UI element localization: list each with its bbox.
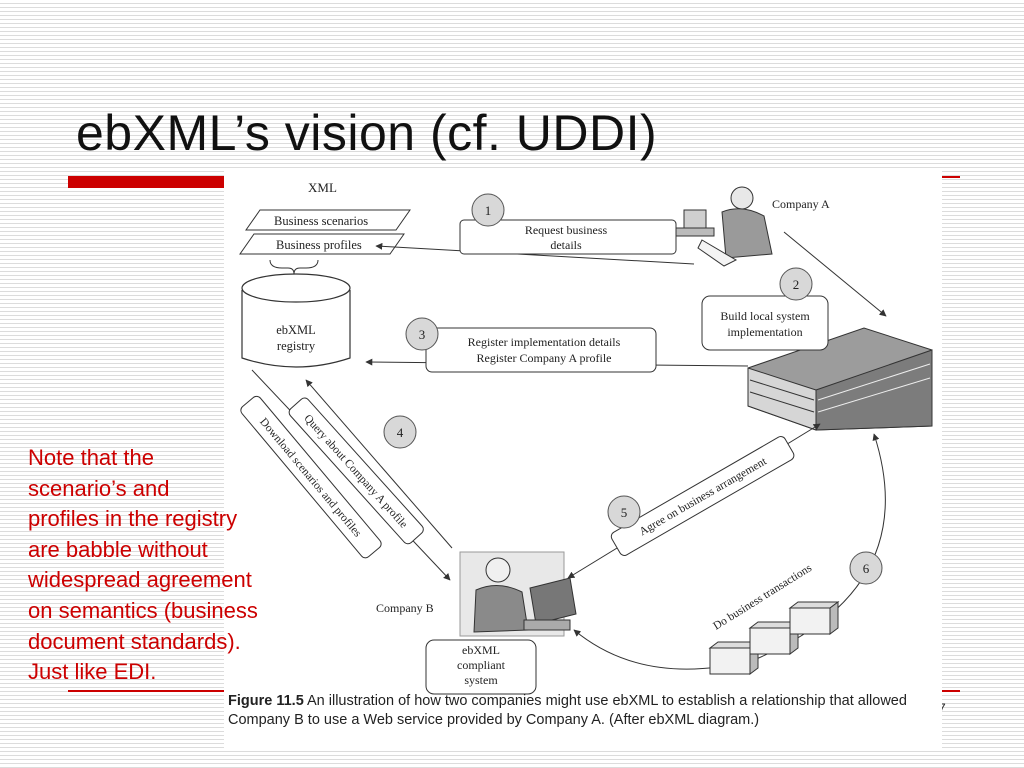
- title-accent-bar: [68, 176, 228, 188]
- step1-number: 1: [485, 203, 492, 218]
- business-profiles-doc: [239, 233, 405, 255]
- step2-label-line1: Build local system: [720, 309, 810, 323]
- step2-label-line2: implementation: [727, 325, 802, 339]
- company-a-label: Company A: [772, 197, 830, 211]
- ebxml-registry-database: [241, 273, 351, 368]
- step2-number: 2: [793, 277, 800, 292]
- step3-badge: [405, 317, 439, 351]
- footer-accent-line: [68, 690, 228, 692]
- registry-label-line1: ebXML: [276, 323, 316, 337]
- compliant-label-line2: compliant: [457, 658, 506, 672]
- ebxml-diagram: XML Business scenarios Business profiles…: [239, 180, 933, 695]
- step2-box: [701, 295, 829, 351]
- step4-badge: [383, 415, 417, 449]
- step3-label-line2: Register Company A profile: [477, 351, 612, 365]
- figure-caption-text: An illustration of how two companies mig…: [228, 693, 907, 728]
- company-b-label: Company B: [376, 601, 434, 615]
- xml-label: XML: [308, 180, 337, 195]
- figure-caption-label: Figure 11.5: [228, 693, 304, 709]
- business-profiles-label: Business profiles: [276, 238, 362, 252]
- step5-label: Agree on business arrangement: [637, 455, 769, 538]
- docs-brace: [269, 259, 319, 275]
- ebxml-compliant-system-box: [425, 639, 537, 695]
- speaker-note: Note that the scenario’s and profiles in…: [28, 445, 258, 685]
- step5-number: 5: [621, 505, 628, 520]
- step1-label-line2: details: [550, 238, 582, 252]
- footer-accent-line-right: [942, 690, 960, 692]
- step2-badge: [779, 267, 813, 301]
- step1-box: [459, 219, 677, 255]
- step4-number: 4: [397, 425, 404, 440]
- business-scenarios-label: Business scenarios: [274, 214, 368, 228]
- slide-title: ebXML’s vision (cf. UDDI): [76, 105, 658, 161]
- company-b-person-icon: [459, 551, 577, 637]
- business-scenarios-doc: [245, 209, 411, 231]
- registry-label-line2: registry: [277, 339, 316, 353]
- step1-badge: [471, 193, 505, 227]
- step6-badge: [849, 551, 883, 585]
- step6-number: 6: [863, 561, 870, 576]
- transaction-packages-icon: [708, 601, 840, 675]
- step6-curve-arrow: [573, 433, 886, 670]
- title-accent-line-right: [942, 176, 960, 178]
- ebxml-figure: XML Business scenarios Business profiles…: [224, 168, 942, 748]
- step4-query-arrow: [305, 379, 453, 549]
- step1-label-line1: Request business: [525, 223, 608, 237]
- step3-number: 3: [419, 327, 426, 342]
- compliant-label-line3: system: [464, 673, 498, 687]
- step3-label-line1: Register implementation details: [468, 335, 621, 349]
- step1-arrow: [375, 242, 695, 265]
- company-a-building-icon: [747, 327, 933, 431]
- step5-box: Agree on business arrangement: [610, 436, 795, 556]
- company-a-person-icon: [675, 186, 773, 267]
- figure-caption: Figure 11.5 An illustration of how two c…: [228, 692, 938, 730]
- company-a-to-building-arrow: [783, 231, 887, 317]
- compliant-label-line1: ebXML: [462, 643, 500, 657]
